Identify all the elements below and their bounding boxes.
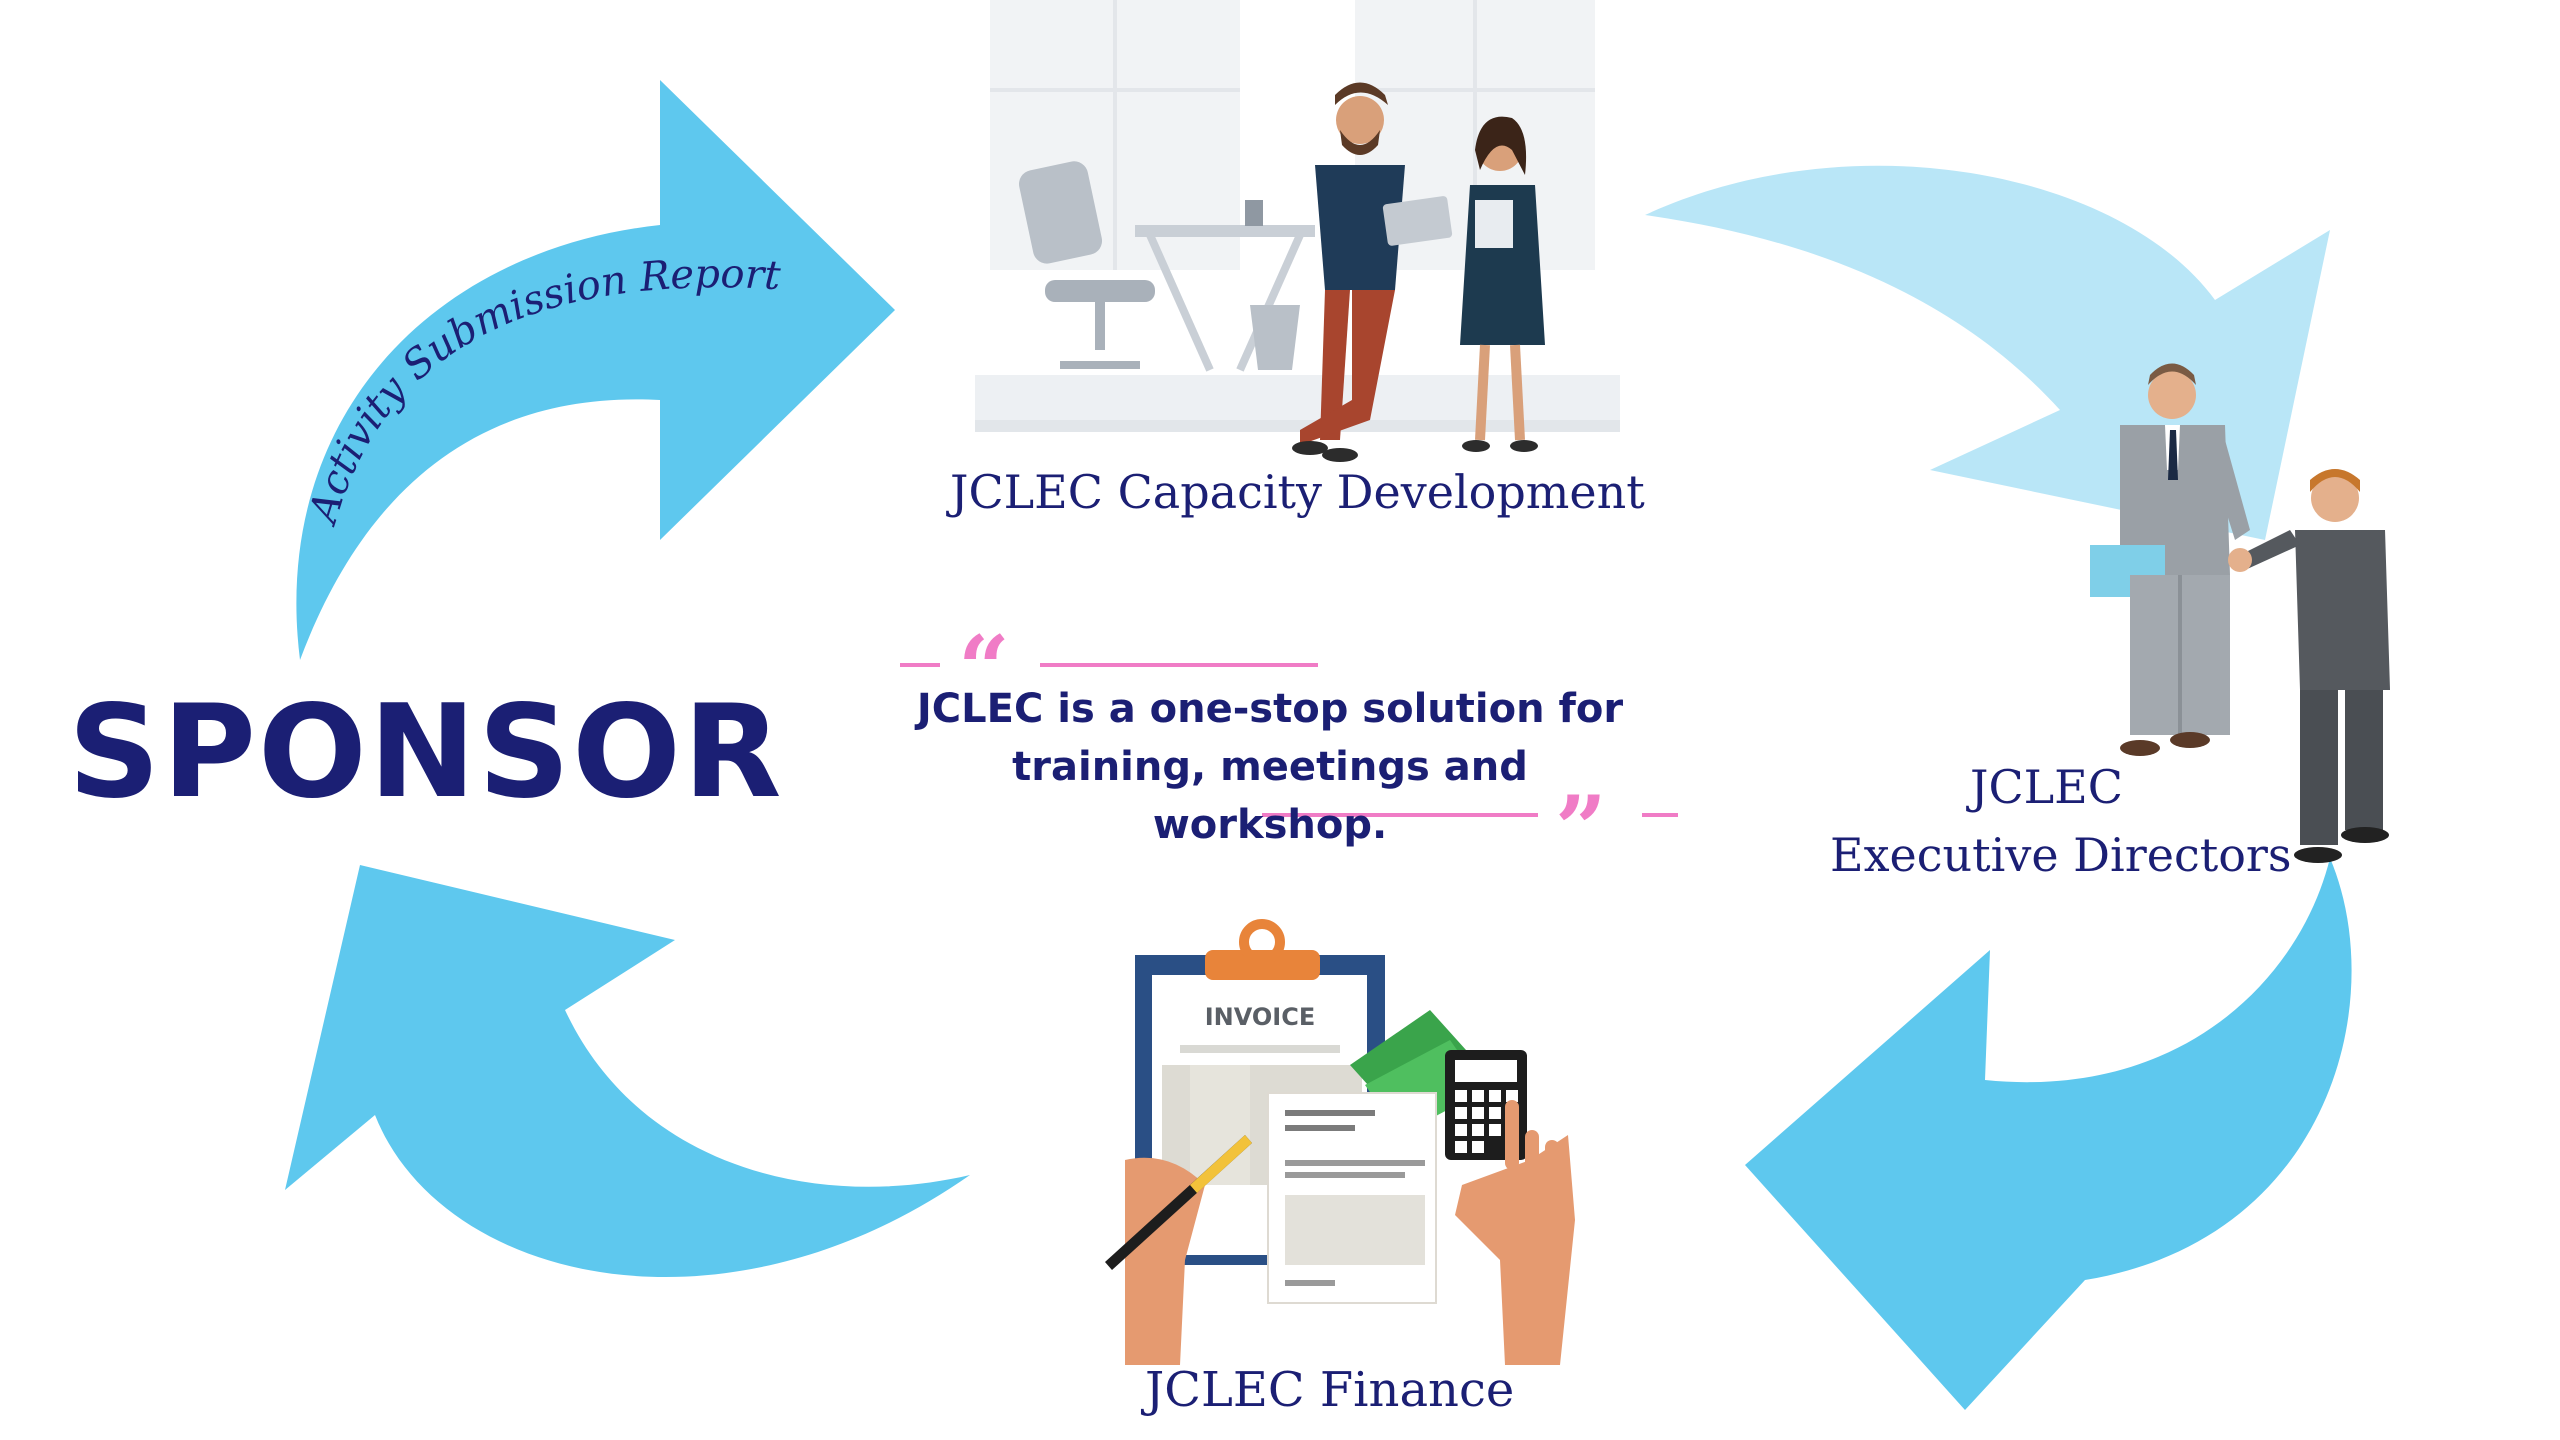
tagline-line2: training, meetings and workshop. [1012,744,1528,848]
open-quote-icon: “ [958,616,1010,722]
arrow-sponsor-to-capacity [296,80,895,660]
invoice-label: INVOICE [1205,1003,1316,1031]
office-meeting-illustration [975,0,1620,462]
arrow-executive-to-finance [1745,858,2352,1410]
arrow-finance-to-sponsor [285,865,970,1278]
finance-invoice-illustration: INVOICE [1105,919,1575,1365]
close-quote-icon: ” [1555,776,1607,882]
capacity-development-label: JCLEC Capacity Development [950,465,1645,519]
executives-handshake-illustration [2090,363,2390,863]
quote-decoration: “ ” [900,616,1678,882]
finance-label: JCLEC Finance [1145,1362,1515,1418]
tagline-line1: JCLEC is a one-stop solution for [916,686,1624,732]
sponsor-label: SPONSOR [68,678,784,827]
executive-directors-label-line2: Executive Directors [1830,828,2292,882]
executive-directors-label-line1: JCLEC [1970,760,2123,814]
tagline-quote: JCLEC is a one-stop solution for trainin… [890,680,1650,854]
